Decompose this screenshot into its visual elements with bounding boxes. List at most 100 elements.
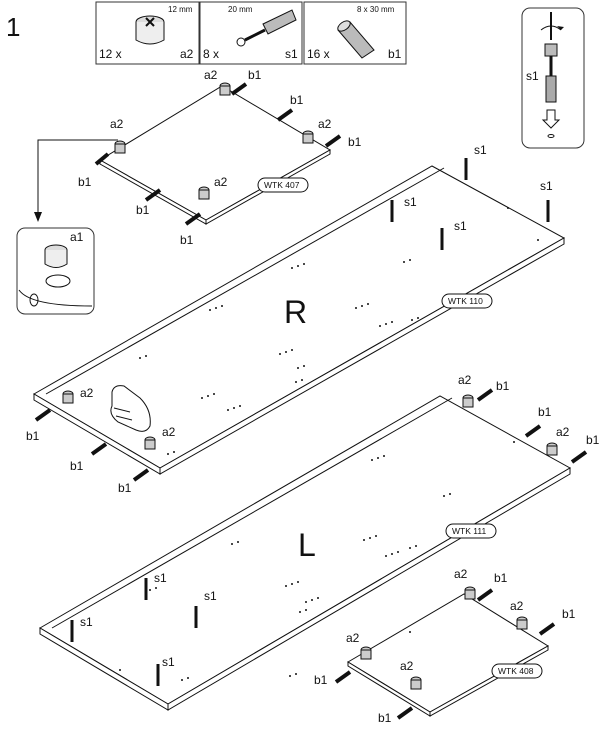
tag-wtk408: WTK 408 xyxy=(491,663,543,679)
label-b1: b1 xyxy=(586,433,600,447)
cam-lock-icon xyxy=(462,394,474,408)
label-a2: a2 xyxy=(346,631,360,645)
label-b1: b1 xyxy=(538,405,552,419)
wood-dowel-icon xyxy=(132,468,150,482)
label-a2: a2 xyxy=(162,425,176,439)
hardware-code: b1 xyxy=(388,47,402,61)
screwdriver-icon xyxy=(540,12,564,40)
cam-lock-icon xyxy=(464,586,476,600)
wood-dowel-icon xyxy=(538,622,556,636)
wood-dowel-icon xyxy=(276,108,294,122)
label-s1: s1 xyxy=(540,179,553,193)
cam-lock-icon xyxy=(219,82,231,96)
bolt-detail-label: s1 xyxy=(526,69,539,83)
label-a2: a2 xyxy=(318,117,332,131)
cam-lock-icon xyxy=(198,186,210,200)
label-s1: s1 xyxy=(162,655,175,669)
wood-dowel-icon xyxy=(94,152,110,166)
label-a2: a2 xyxy=(510,599,524,613)
cam-lock-icon xyxy=(410,676,422,690)
hardware-dimension: 20 mm xyxy=(228,5,253,14)
step-number: 1 xyxy=(6,12,20,42)
label-b1: b1 xyxy=(348,135,362,149)
label-s1: s1 xyxy=(474,143,487,157)
tag-wtk110: WTK 110 xyxy=(441,293,493,309)
label-b1: b1 xyxy=(562,607,576,621)
label-b1: b1 xyxy=(378,711,392,725)
label-a2: a2 xyxy=(214,175,228,189)
cam-lock-icon xyxy=(360,646,372,660)
hardware-dimension: 8 x 30 mm xyxy=(357,5,395,14)
side-letter-right: R xyxy=(284,294,307,330)
wood-dowel-icon xyxy=(324,134,342,148)
label-b1: b1 xyxy=(248,68,262,82)
label-b1: b1 xyxy=(26,429,40,443)
label-b1: b1 xyxy=(70,459,84,473)
wood-dowel-icon xyxy=(90,442,108,456)
cam-lock-icon xyxy=(302,130,314,144)
hardware-qty: 16 x xyxy=(307,47,330,61)
wood-dowel-icon xyxy=(184,212,202,226)
label-a2: a2 xyxy=(110,117,124,131)
cam-lock-icon xyxy=(62,390,74,404)
tag-wtk407: WTK 407 xyxy=(257,177,309,193)
bolt-detail-box: s1 xyxy=(521,7,585,149)
cam-bolt-icon xyxy=(236,9,297,47)
part-labels: a2 b1 b1 a2 b1 a2 b1 a2 b1 b1 s1 s1 s1 s… xyxy=(26,68,600,725)
label-b1: b1 xyxy=(494,571,508,585)
wood-dowel-icon xyxy=(570,450,588,464)
label-s1: s1 xyxy=(80,615,93,629)
hardware-box-cam-lock: 12 mm 12 x a2 xyxy=(95,1,200,65)
label-b1: b1 xyxy=(290,93,304,107)
label-a2: a2 xyxy=(204,68,218,82)
cam-bolt-icon xyxy=(544,43,558,103)
tag-wtk111: WTK 111 xyxy=(445,523,497,539)
wood-dowel-icon xyxy=(476,588,494,602)
wood-dowel-icon xyxy=(337,20,375,59)
fitted-hardware xyxy=(34,82,588,720)
wood-dowel-icon xyxy=(476,388,494,402)
hardware-dimension: 12 mm xyxy=(168,5,193,14)
wood-dowel-icon xyxy=(524,424,542,438)
hole-dots xyxy=(119,207,539,681)
cam-lock-icon xyxy=(144,436,156,450)
label-b1: b1 xyxy=(496,379,510,393)
wood-dowel-icon xyxy=(144,188,162,202)
hardware-code: a2 xyxy=(180,47,194,61)
hardware-box-wood-dowel: 8 x 30 mm 16 x b1 xyxy=(303,1,407,65)
label-b1: b1 xyxy=(314,673,328,687)
wood-dowel-icon xyxy=(334,670,352,684)
wood-dowel-icon xyxy=(34,408,52,422)
hardware-qty: 12 x xyxy=(99,47,122,61)
svg-text:WTK 407: WTK 407 xyxy=(264,180,300,190)
svg-text:WTK 110: WTK 110 xyxy=(448,296,483,306)
cam-detail-label: a1 xyxy=(70,230,84,244)
label-b1: b1 xyxy=(78,175,92,189)
svg-text:WTK 408: WTK 408 xyxy=(498,666,534,676)
hardware-code: s1 xyxy=(285,47,298,61)
cam-lock-icon xyxy=(114,140,126,154)
label-a2: a2 xyxy=(80,386,94,400)
label-s1: s1 xyxy=(204,589,217,603)
label-s1: s1 xyxy=(454,219,467,233)
arrow-down-icon xyxy=(541,109,561,138)
cam-detail-box: a1 xyxy=(16,139,118,315)
wood-dowel-icon xyxy=(230,82,248,96)
cam-lock-icon xyxy=(44,244,71,288)
svg-text:WTK 111: WTK 111 xyxy=(452,526,486,536)
label-b1: b1 xyxy=(180,233,194,247)
label-a2: a2 xyxy=(400,659,414,673)
wood-dowel-icon xyxy=(396,706,414,720)
hardware-box-cam-bolt: 20 mm 8 x s1 xyxy=(199,1,303,65)
cam-lock-icon xyxy=(135,15,165,45)
label-s1: s1 xyxy=(154,571,167,585)
cam-lock-icon xyxy=(516,616,528,630)
side-letter-left: L xyxy=(298,527,316,563)
hand-icon xyxy=(110,385,151,432)
label-b1: b1 xyxy=(118,481,132,495)
label-s1: s1 xyxy=(404,195,417,209)
label-b1: b1 xyxy=(136,203,150,217)
label-a2: a2 xyxy=(458,373,472,387)
cam-lock-icon xyxy=(546,442,558,456)
